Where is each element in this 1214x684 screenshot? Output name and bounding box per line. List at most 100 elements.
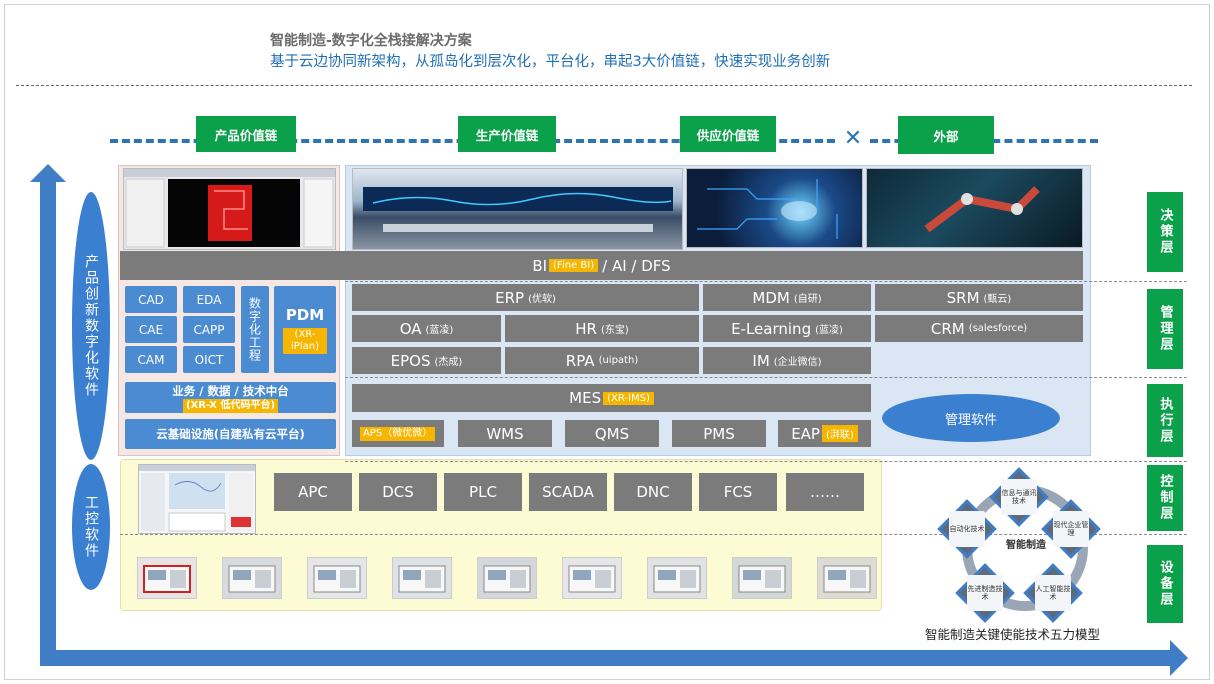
vertical-axis-arrow [30, 164, 66, 666]
chain-supply: 供应价值链 [680, 116, 776, 152]
cad-screenshot-image [123, 168, 336, 250]
digital-engineering-label: 数字化工程 [247, 297, 262, 362]
bi-label: BI [532, 256, 548, 275]
equipment-image [137, 557, 197, 599]
tool-oict: OICT [183, 346, 235, 373]
rpa-vendor: (uipath) [598, 355, 639, 366]
canvas-frame [4, 4, 1210, 680]
mdm-vendor: (自研) [793, 294, 822, 305]
elearning-label: E-Learning [731, 319, 812, 338]
box-epos: EPOS(杰成) [352, 347, 501, 374]
middle-platform-tag: (XR-X 低代码平台) [182, 398, 279, 413]
five-force-node-label: 现代企业管理 [1053, 511, 1089, 547]
axis-arrows [30, 164, 1188, 676]
box-qms: QMS [565, 420, 659, 447]
box-rpa: RPA(uipath) [505, 347, 699, 374]
five-force-node-label: 信息与通讯技术 [1001, 479, 1037, 515]
machine-icon [143, 565, 191, 593]
mes-label: MES [569, 389, 602, 407]
eap-tag: (湃联) [821, 425, 858, 442]
five-force-node-label: 先进制造技术 [967, 575, 1003, 611]
box-pms: PMS [672, 420, 766, 447]
layer-management: 管理层 [1147, 289, 1183, 369]
equipment-image [392, 557, 452, 599]
robot-arm-icon [924, 186, 1040, 233]
control-item: APC [274, 473, 352, 511]
box-mdm: MDM(自研) [703, 284, 871, 311]
product-software-label: 产品创新数字化软件 [83, 254, 99, 398]
layer-equipment: 设备层 [1147, 545, 1183, 623]
cloud-infrastructure: 云基础设施(自建私有云平台) [125, 419, 336, 449]
equipment-image [817, 557, 877, 599]
divider-execution [345, 461, 1187, 462]
equipment-image [647, 557, 707, 599]
five-force-diagram: 智能制造 信息与通讯技术现代企业管理人工智能技术先进制造技术自动化技术 [937, 467, 1110, 623]
srm-vendor: (甄云) [983, 294, 1012, 305]
machine-icon [568, 565, 616, 593]
pdm-label: PDM [285, 305, 325, 324]
erp-vendor: (优软) [528, 294, 556, 305]
chain-production: 生产价值链 [458, 116, 556, 152]
im-vendor: (企业微信) [773, 357, 822, 368]
tool-eda: EDA [183, 286, 235, 313]
five-force-node-label: 自动化技术 [949, 511, 985, 547]
box-eap: EAP (湃联) [778, 420, 871, 447]
control-item: PLC [444, 473, 522, 511]
hr-label: HR [575, 319, 597, 338]
box-erp: ERP(优软) [352, 284, 699, 311]
page-title: 智能制造-数字化全栈接解决方案 [270, 33, 472, 49]
divider-control [120, 534, 1187, 535]
control-item: …… [786, 473, 864, 511]
rpa-label: RPA [565, 351, 595, 370]
im-label: IM [752, 351, 770, 370]
box-aps: APS（微优微） [352, 420, 444, 447]
machine-icon [653, 565, 701, 593]
control-software-ellipse: 工控软件 [72, 464, 110, 590]
box-oa: OA(蓝凌) [352, 315, 501, 342]
product-software-ellipse: 产品创新数字化软件 [72, 192, 110, 460]
control-room-screens-icon [363, 187, 673, 232]
tool-cam: CAM [125, 346, 177, 373]
machine-icon [483, 565, 531, 593]
control-item: DNC [614, 473, 692, 511]
crm-vendor: (salesforce) [968, 323, 1028, 334]
tool-cae: CAE [125, 316, 177, 343]
epos-label: EPOS [390, 351, 431, 370]
five-force-caption: 智能制造关键使能技术五力模型 [925, 627, 1101, 642]
machine-icon [228, 565, 276, 593]
equipment-image [477, 557, 537, 599]
oa-vendor: (蓝凌) [425, 325, 454, 336]
box-im: IM(企业微信) [703, 347, 871, 374]
pdm-tag: (XR-iPlan) [283, 327, 327, 354]
crm-label: CRM [930, 319, 965, 338]
box-srm: SRM(甄云) [875, 284, 1083, 311]
chain-break-icon: ✕ [843, 126, 863, 151]
page-subtitle: 基于云边协同新架构，从孤岛化到层次化，平台化，串起3大价值链，快速实现业务创新 [270, 54, 831, 70]
machine-icon [313, 565, 361, 593]
control-software-label: 工控软件 [83, 495, 99, 559]
middle-platform-label: 业务 / 数据 / 技术中台 [172, 383, 289, 398]
scada-screen-icon [139, 465, 255, 532]
five-force-center: 智能制造 [1006, 540, 1046, 551]
box-hr: HR(东宝) [505, 315, 699, 342]
horizontal-axis-arrow [48, 640, 1188, 676]
divider-decision [345, 281, 1187, 282]
tool-cad: CAD [125, 286, 177, 313]
machine-icon [738, 565, 786, 593]
mgmt-software-ellipse: 管理软件 [882, 394, 1060, 442]
tool-pdm: PDM (XR-iPlan) [274, 286, 336, 373]
elearning-vendor: (蓝凌) [815, 325, 843, 336]
machine-icon [823, 565, 871, 593]
cad-screen-icon [124, 169, 335, 248]
header-divider [16, 85, 1192, 86]
equipment-image [307, 557, 367, 599]
layer-execution: 执行层 [1147, 384, 1183, 457]
hr-vendor: (东宝) [600, 325, 629, 336]
srm-label: SRM [946, 288, 980, 307]
control-item: SCADA [529, 473, 607, 511]
box-mes: MES (XR-IMS) [352, 384, 871, 412]
epos-vendor: (杰成) [434, 357, 463, 368]
chain-product: 产品价值链 [196, 116, 296, 152]
equipment-image [732, 557, 792, 599]
oa-label: OA [399, 319, 422, 338]
